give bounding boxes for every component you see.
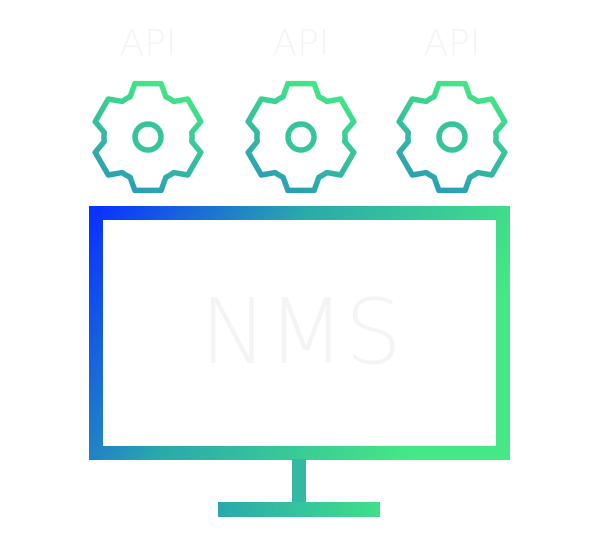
- monitor-neck: [292, 459, 306, 504]
- gear-outline: [396, 80, 508, 194]
- monitor-icon: [89, 206, 510, 517]
- gear-hole: [436, 121, 468, 153]
- gear-outline: [92, 80, 204, 194]
- monitor-screen: [89, 206, 510, 460]
- gear-outline: [245, 80, 357, 194]
- svg-text:API: API: [424, 23, 481, 64]
- api-label-1: API: [120, 23, 177, 64]
- api-label-3: API: [424, 23, 481, 64]
- gear-icon: [396, 80, 508, 194]
- gear-hole: [132, 121, 164, 153]
- monitor-base: [218, 502, 380, 517]
- api-label-2: API: [273, 23, 330, 64]
- gear-icon: [92, 80, 204, 194]
- gear-hole: [285, 121, 317, 153]
- nms-label: NMS: [200, 280, 402, 385]
- svg-text:API: API: [273, 23, 330, 64]
- gear-icon: [245, 80, 357, 194]
- svg-text:API: API: [120, 23, 177, 64]
